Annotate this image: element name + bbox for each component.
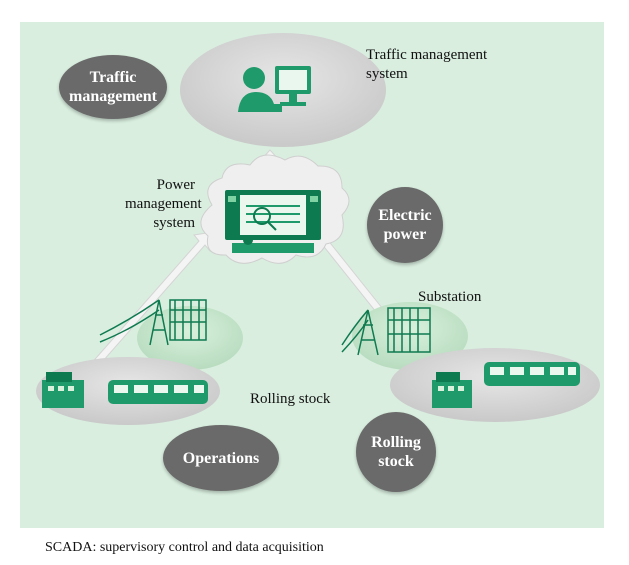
electric-power-badge-text: Electric power xyxy=(378,207,432,243)
monitor-icon xyxy=(275,66,311,106)
building-icon xyxy=(42,372,84,408)
footnote: SCADA: supervisory control and data acqu… xyxy=(45,540,324,555)
right-building-icon xyxy=(432,372,472,408)
power-console-icon xyxy=(225,190,321,253)
rolling-stock-badge-text: Rolling stock xyxy=(371,434,421,470)
traffic-system-label: Traffic management system xyxy=(366,47,488,82)
operations-badge-text: Operations xyxy=(182,449,260,467)
traffic-management-badge: Traffic management xyxy=(59,55,167,119)
electric-power-badge: Electric power xyxy=(367,187,443,263)
substation-icon xyxy=(169,299,207,341)
train-icon xyxy=(108,380,208,404)
transmission-tower-icon xyxy=(99,299,169,346)
substation-label: Substation xyxy=(418,289,482,305)
operations-badge: Operations xyxy=(163,425,279,491)
rolling-stock-label: Rolling stock xyxy=(250,391,331,407)
power-system-label: Power management system xyxy=(125,177,202,231)
operator-icon xyxy=(238,67,282,112)
right-train-icon xyxy=(484,362,580,386)
right-substation-icon xyxy=(387,307,431,353)
traffic-management-badge-text: Traffic management xyxy=(69,69,157,105)
right-transmission-tower-icon xyxy=(341,309,379,356)
rolling-stock-badge: Rolling stock xyxy=(356,412,436,492)
